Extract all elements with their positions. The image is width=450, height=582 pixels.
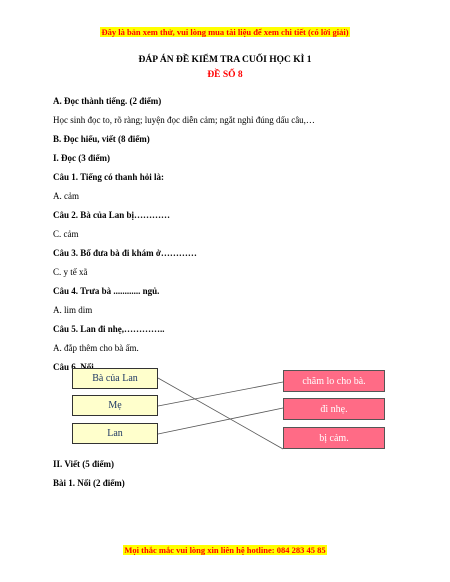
exercise-1-heading: Bài 1. Nối (2 điểm) (53, 478, 125, 488)
question-5: Câu 5. Lan đi nhẹ,………….. (53, 324, 165, 334)
bottom-banner-text: Mọi thắc mắc vui lòng xin liên hệ hotlin… (123, 545, 327, 555)
part-ii-heading: II. Viết (5 điểm) (53, 459, 114, 469)
part-i-heading: I. Đọc (3 điểm) (53, 153, 110, 163)
section-a-heading: A. Đọc thành tiếng. (2 điểm) (53, 96, 162, 106)
question-4: Câu 4. Trưa bà ............ ngủ. (53, 286, 160, 296)
section-a-text: Học sinh đọc to, rõ ràng; luyện đọc diễn… (53, 115, 315, 125)
document-subtitle: ĐỀ SỐ 8 (207, 70, 243, 80)
question-1: Câu 1. Tiếng có thanh hỏi là: (53, 172, 164, 182)
question-2: Câu 2. Bà của Lan bị………… (53, 210, 171, 220)
connector-line (157, 377, 284, 450)
connector-line (157, 407, 284, 435)
match-left-lan: Lan (72, 423, 158, 444)
answer-5: A. đắp thêm cho bà ấm. (53, 343, 139, 353)
match-right-di-nhe: đi nhẹ. (283, 398, 385, 420)
match-right-bi-cam: bị cảm. (283, 427, 385, 449)
bottom-banner: Mọi thắc mắc vui lòng xin liên hệ hotlin… (0, 545, 450, 555)
top-banner-text: Đây là bản xem thử, vui lòng mua tài liệ… (100, 27, 350, 37)
top-banner: Đây là bản xem thử, vui lòng mua tài liệ… (0, 27, 450, 37)
connector-line (157, 381, 284, 407)
answer-2: C. cảm (53, 229, 79, 239)
match-left-ba-cua-lan: Bà của Lan (72, 368, 158, 389)
answer-4: A. lim dim (53, 305, 93, 315)
match-left-me: Mẹ (72, 395, 158, 416)
question-3: Câu 3. Bố đưa bà đi khám ở………… (53, 248, 197, 258)
section-b-heading: B. Đọc hiểu, viết (8 điểm) (53, 134, 150, 144)
document-title: ĐÁP ÁN ĐỀ KIỂM TRA CUỐI HỌC KÌ 1 (138, 55, 312, 65)
answer-3: C. y tế xã (53, 267, 88, 277)
question-6: Câu 6. Nối (53, 362, 94, 372)
answer-1: A. cảm (53, 191, 79, 201)
match-right-cham-lo: chăm lo cho bà. (283, 370, 385, 392)
